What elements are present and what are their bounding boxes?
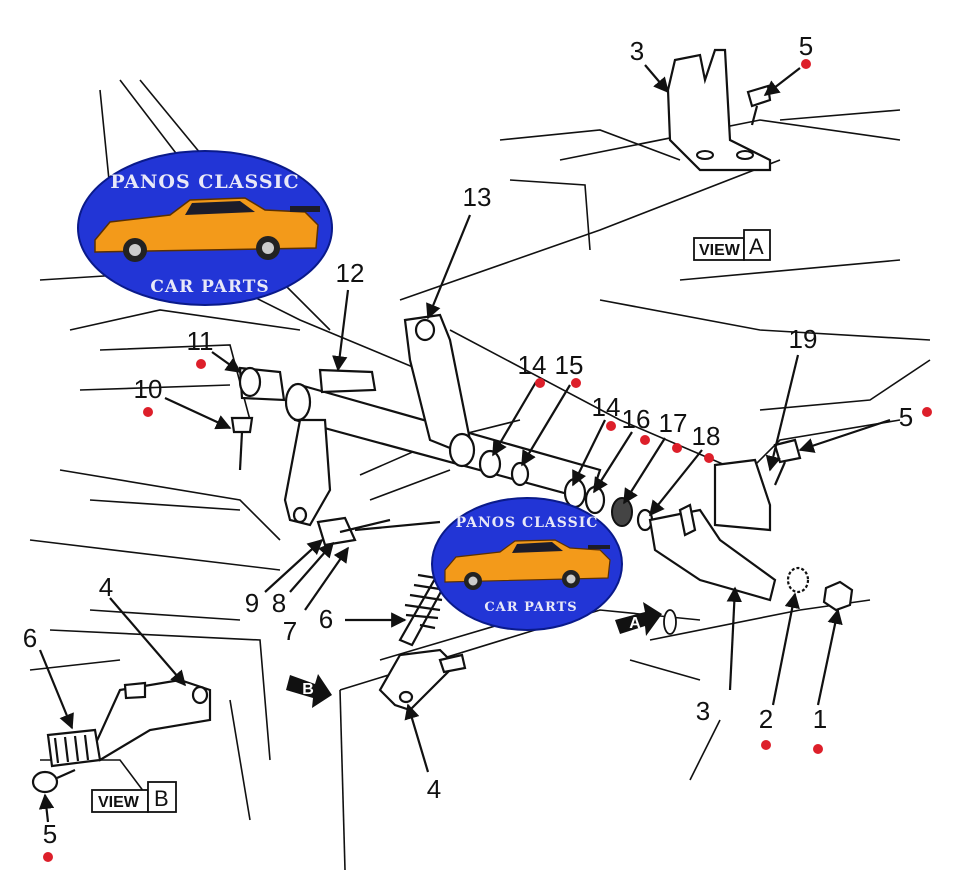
- availability-markers: [43, 59, 932, 862]
- view-b-letter: B: [154, 786, 169, 811]
- marker-dot: [606, 421, 616, 431]
- lower-bracket-center: [378, 648, 467, 712]
- callout-15: 15: [555, 350, 584, 380]
- marker-dot: [801, 59, 811, 69]
- leader-arrows: [38, 64, 891, 823]
- direction-arrow-b: B: [286, 674, 332, 708]
- marker-dot: [813, 744, 823, 754]
- marker-dot: [196, 359, 206, 369]
- callout-4-center: 4: [427, 774, 441, 804]
- view-a-label: VIEW A: [693, 229, 771, 261]
- callout-12: 12: [336, 258, 365, 288]
- callout-1: 1: [813, 704, 827, 734]
- callout-16: 16: [622, 404, 651, 434]
- view-a-bracket: [666, 48, 772, 172]
- callout-6-view-b: 6: [23, 623, 37, 653]
- view-b-text: VIEW: [98, 794, 140, 811]
- callout-11: 11: [187, 326, 214, 356]
- callout-13: 13: [463, 182, 492, 212]
- callout-5-view-a: 5: [799, 31, 813, 61]
- callout-17: 17: [659, 408, 688, 438]
- marker-dot: [535, 378, 545, 388]
- body-panel-lines: [29, 79, 931, 871]
- callout-14-upper: 14: [518, 350, 547, 380]
- relay-lever-assembly: [230, 313, 854, 612]
- car-icon: [94, 197, 320, 262]
- direction-arrow-a: A: [615, 602, 677, 636]
- callout-19: 19: [789, 324, 818, 354]
- callout-8: 8: [272, 588, 286, 618]
- logo-center-line1: PANOS CLASSIC: [456, 515, 599, 531]
- brand-logo-top: PANOS CLASSIC CAR PARTS: [77, 150, 333, 306]
- callout-numbers: 1 2 3 3 4 4 5 5 5 6 6 7 8 9 10 11 12 13 …: [23, 31, 913, 849]
- view-b-bracket: [31, 678, 212, 794]
- brand-logo-center: PANOS CLASSIC CAR PARTS: [431, 497, 623, 631]
- logo-top-line1: PANOS CLASSIC: [110, 171, 299, 193]
- callout-9: 9: [245, 588, 259, 618]
- marker-dot: [672, 443, 682, 453]
- callout-7: 7: [283, 616, 297, 646]
- marker-dot: [761, 740, 771, 750]
- marker-dot: [43, 852, 53, 862]
- callout-6-center: 6: [319, 604, 333, 634]
- marker-dot: [922, 407, 932, 417]
- logo-center-line2: CAR PARTS: [484, 600, 577, 615]
- car-icon: [444, 539, 611, 590]
- callout-2: 2: [759, 704, 773, 734]
- marker-dot: [640, 435, 650, 445]
- arrow-a-letter: A: [629, 615, 641, 632]
- view-a-letter: A: [749, 234, 764, 259]
- callout-3-lower: 3: [696, 696, 710, 726]
- callout-5-right: 5: [899, 402, 913, 432]
- view-b-label: VIEW B: [91, 781, 177, 813]
- callout-3-view-a: 3: [630, 36, 644, 66]
- logo-top-line2: CAR PARTS: [150, 277, 269, 297]
- marker-dot: [571, 378, 581, 388]
- callout-10: 10: [134, 374, 163, 404]
- marker-dot: [704, 453, 714, 463]
- view-a-text: VIEW: [699, 242, 741, 259]
- callout-18: 18: [692, 421, 721, 451]
- callout-4-view-b: 4: [99, 572, 113, 602]
- callout-14-lower: 14: [592, 392, 621, 422]
- marker-dot: [143, 407, 153, 417]
- arrow-b-letter: B: [302, 681, 314, 698]
- callout-5-view-b: 5: [43, 819, 57, 849]
